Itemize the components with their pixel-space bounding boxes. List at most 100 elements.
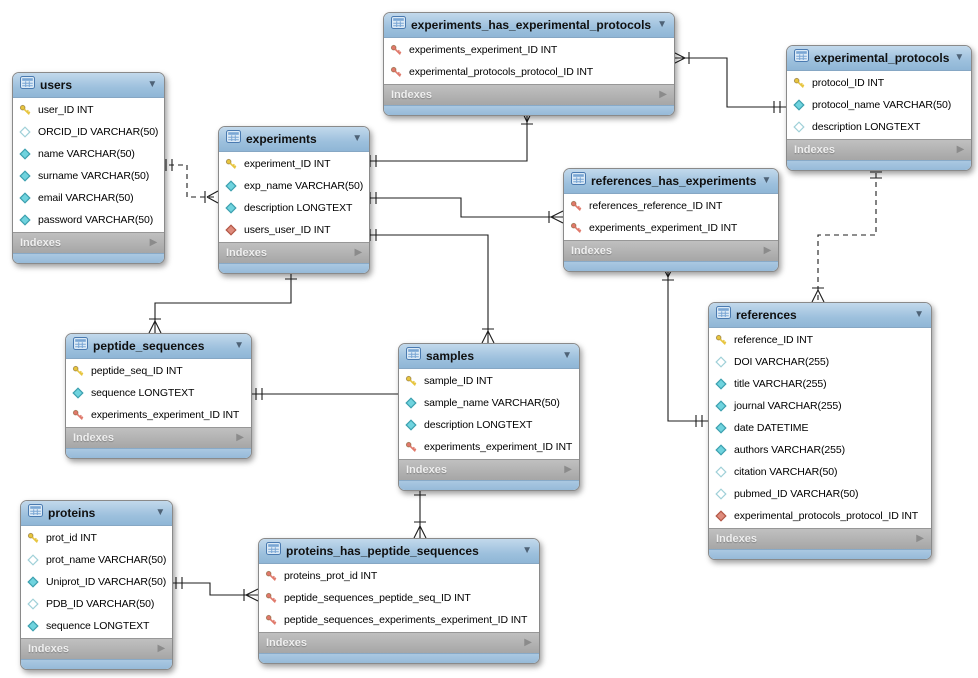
relationship-experiments_has_experimental_protocols-experimental_protocols[interactable] xyxy=(672,51,786,113)
table-references_has_experiments[interactable]: references_has_experiments ▼ references_… xyxy=(563,168,780,272)
table-header[interactable]: peptide_sequences ▼ xyxy=(66,334,251,359)
column-row[interactable]: peptide_seq_ID INT xyxy=(66,360,251,382)
column-row[interactable]: date DATETIME xyxy=(709,417,931,439)
column-row[interactable]: exp_name VARCHAR(50) xyxy=(219,175,369,197)
column-row[interactable]: prot_id INT xyxy=(21,527,172,549)
column-row[interactable]: Uniprot_ID VARCHAR(50) xyxy=(21,571,172,593)
column-row[interactable]: description LONGTEXT xyxy=(787,116,971,138)
collapse-arrow-icon[interactable]: ▼ xyxy=(761,175,772,186)
table-indexes-footer[interactable]: Indexes ▶ xyxy=(259,632,539,653)
table-references[interactable]: references ▼ reference_ID INT DOI VARCHA… xyxy=(708,302,932,560)
column-row[interactable]: protocol_ID INT xyxy=(787,72,971,94)
column-row[interactable]: proteins_prot_id INT xyxy=(259,565,539,587)
relationship-line[interactable] xyxy=(250,393,421,538)
relationship-experimental_protocols-references[interactable] xyxy=(811,164,882,303)
column-row[interactable]: references_reference_ID INT xyxy=(564,195,778,217)
column-row[interactable]: experimental_protocols_protocol_ID INT xyxy=(384,61,674,83)
table-header[interactable]: experimental_protocols ▼ xyxy=(787,46,972,71)
relationship-experiments-references_has_experiments[interactable] xyxy=(364,192,564,224)
column-row[interactable]: name VARCHAR(50) xyxy=(13,143,164,165)
column-row[interactable]: reference_ID INT xyxy=(709,329,931,351)
table-experimental_protocols[interactable]: experimental_protocols ▼ protocol_ID INT… xyxy=(786,45,973,171)
column-row[interactable]: password VARCHAR(50) xyxy=(13,209,164,231)
column-row[interactable]: pubmed_ID VARCHAR(50) xyxy=(709,483,931,505)
column-row[interactable]: prot_name VARCHAR(50) xyxy=(21,549,172,571)
collapse-arrow-icon[interactable]: ▼ xyxy=(522,545,532,556)
relationship-line[interactable] xyxy=(364,234,489,343)
table-indexes-footer[interactable]: Indexes ▶ xyxy=(13,232,165,253)
column-row[interactable]: journal VARCHAR(255) xyxy=(709,395,931,417)
relationship-experiments-peptide_sequences[interactable] xyxy=(148,267,297,334)
table-indexes-footer[interactable]: Indexes ▶ xyxy=(564,240,779,261)
table-proteins[interactable]: proteins ▼ prot_id INT prot_name VARCHAR… xyxy=(20,500,174,670)
column-row[interactable]: sequence LONGTEXT xyxy=(66,382,251,404)
relationship-line[interactable] xyxy=(160,164,218,198)
column-row[interactable]: PDB_ID VARCHAR(50) xyxy=(21,593,172,615)
table-header[interactable]: proteins_has_peptide_sequences ▼ xyxy=(259,539,539,564)
column-row[interactable]: description LONGTEXT xyxy=(399,414,579,436)
column-row[interactable]: authors VARCHAR(255) xyxy=(709,439,931,461)
table-indexes-footer[interactable]: Indexes ▶ xyxy=(709,528,931,549)
table-experiments_has_experimental_protocols[interactable]: experiments_has_experimental_protocols ▼… xyxy=(383,12,675,116)
relationship-users-experiments[interactable] xyxy=(160,159,219,204)
table-header[interactable]: experiments ▼ xyxy=(219,127,370,152)
column-row[interactable]: peptide_sequences_peptide_seq_ID INT xyxy=(259,587,539,609)
table-indexes-footer[interactable]: Indexes ▶ xyxy=(399,459,579,480)
collapse-arrow-icon[interactable]: ▼ xyxy=(155,507,166,518)
table-experiments[interactable]: experiments ▼ experiment_ID INT exp_name… xyxy=(218,126,371,274)
relationship-references-references_has_experiments[interactable] xyxy=(661,264,708,427)
column-row[interactable]: citation VARCHAR(50) xyxy=(709,461,931,483)
column-row[interactable]: peptide_sequences_experiments_experiment… xyxy=(259,609,539,631)
table-header[interactable]: proteins ▼ xyxy=(21,501,173,526)
column-row[interactable]: ORCID_ID VARCHAR(50) xyxy=(13,121,164,143)
table-proteins_has_peptide_sequences[interactable]: proteins_has_peptide_sequences ▼ protein… xyxy=(258,538,540,664)
column-row[interactable]: experiments_experiment_ID INT xyxy=(399,436,579,458)
table-indexes-footer[interactable]: Indexes ▶ xyxy=(384,84,674,105)
table-samples[interactable]: samples ▼ sample_ID INT sample_name VARC… xyxy=(398,343,580,491)
collapse-arrow-icon[interactable]: ▼ xyxy=(147,79,158,90)
column-row[interactable]: protocol_name VARCHAR(50) xyxy=(787,94,971,116)
table-header[interactable]: samples ▼ xyxy=(399,344,579,369)
table-users[interactable]: users ▼ user_ID INT ORCID_ID VARCHAR(50)… xyxy=(12,72,166,264)
relationship-line[interactable] xyxy=(364,197,563,218)
column-row[interactable]: experiment_ID INT xyxy=(219,153,369,175)
column-row[interactable]: surname VARCHAR(50) xyxy=(13,165,164,187)
relationship-line[interactable] xyxy=(817,164,877,302)
column-row[interactable]: experiments_experiment_ID INT xyxy=(66,404,251,426)
collapse-arrow-icon[interactable]: ▼ xyxy=(954,52,965,63)
collapse-arrow-icon[interactable]: ▼ xyxy=(914,309,924,320)
collapse-arrow-icon[interactable]: ▼ xyxy=(352,133,363,144)
table-header[interactable]: users ▼ xyxy=(13,73,165,98)
column-row[interactable]: user_ID INT xyxy=(13,99,164,121)
table-header[interactable]: references ▼ xyxy=(709,303,931,328)
table-indexes-footer[interactable]: Indexes ▶ xyxy=(66,427,251,448)
table-peptide_sequences[interactable]: peptide_sequences ▼ peptide_seq_ID INT s… xyxy=(65,333,252,459)
table-header[interactable]: experiments_has_experimental_protocols ▼ xyxy=(384,13,674,38)
relationship-line[interactable] xyxy=(667,265,708,422)
table-indexes-footer[interactable]: Indexes ▶ xyxy=(21,638,173,659)
column-row[interactable]: sample_ID INT xyxy=(399,370,579,392)
relationship-line[interactable] xyxy=(364,109,528,162)
relationship-line[interactable] xyxy=(673,57,786,108)
column-row[interactable]: sample_name VARCHAR(50) xyxy=(399,392,579,414)
column-row[interactable]: email VARCHAR(50) xyxy=(13,187,164,209)
relationship-line[interactable] xyxy=(170,582,258,596)
column-row[interactable]: experiments_experiment_ID INT xyxy=(384,39,674,61)
collapse-arrow-icon[interactable]: ▼ xyxy=(234,340,244,351)
column-row[interactable]: description LONGTEXT xyxy=(219,197,369,219)
collapse-arrow-icon[interactable]: ▼ xyxy=(657,19,667,30)
table-indexes-footer[interactable]: Indexes ▶ xyxy=(787,139,972,160)
column-row[interactable]: experiments_experiment_ID INT xyxy=(564,217,778,239)
table-indexes-footer[interactable]: Indexes ▶ xyxy=(219,242,370,263)
column-row[interactable]: users_user_ID INT xyxy=(219,219,369,241)
column-row[interactable]: experimental_protocols_protocol_ID INT xyxy=(709,505,931,527)
relationship-experiments-samples[interactable] xyxy=(364,229,495,344)
relationship-line[interactable] xyxy=(154,267,292,333)
relationship-proteins-proteins_has_peptide_sequences[interactable] xyxy=(170,577,259,602)
relationship-experiments-experiments_has_experimental_protocols[interactable] xyxy=(364,108,534,167)
column-row[interactable]: title VARCHAR(255) xyxy=(709,373,931,395)
collapse-arrow-icon[interactable]: ▼ xyxy=(562,350,572,361)
column-row[interactable]: sequence LONGTEXT xyxy=(21,615,172,637)
column-row[interactable]: DOI VARCHAR(255) xyxy=(709,351,931,373)
table-header[interactable]: references_has_experiments ▼ xyxy=(564,169,779,194)
